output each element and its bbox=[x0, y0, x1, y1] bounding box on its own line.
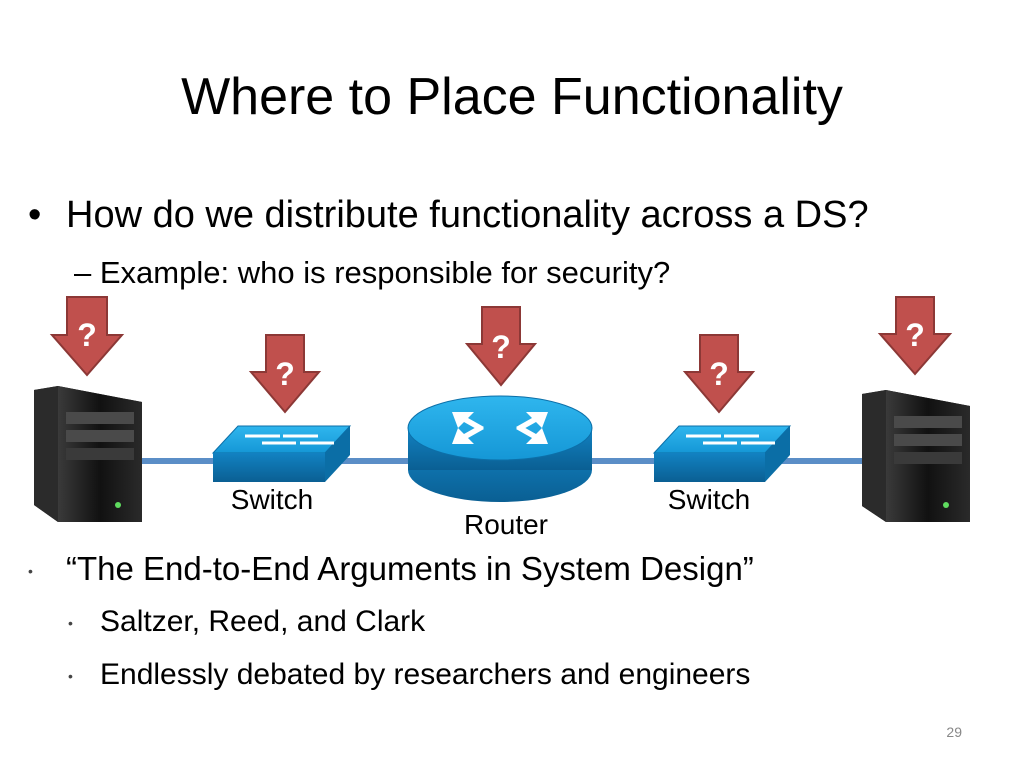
question-arrow-right-server-icon: ? bbox=[877, 296, 953, 376]
sub-bullet-text: Saltzer, Reed, and Clark bbox=[100, 605, 426, 638]
switch-right-label: Switch bbox=[668, 484, 750, 515]
question-arrow-router-icon: ? bbox=[464, 306, 538, 387]
switch-left-label: Switch bbox=[231, 484, 313, 515]
question-arrow-right-switch-icon: ? bbox=[682, 334, 756, 414]
question-arrow-left-switch-icon: ? bbox=[248, 334, 322, 414]
bullet-end-to-end-paper: • “The End-to-End Arguments in System Des… bbox=[28, 548, 754, 592]
switch-right-icon bbox=[652, 425, 792, 482]
router-icon bbox=[407, 395, 593, 502]
bullet-text: “The End-to-End Arguments in System Desi… bbox=[66, 550, 754, 587]
server-right-icon bbox=[862, 390, 970, 522]
bullet-distribute-functionality: • How do we distribute functionality acro… bbox=[28, 190, 869, 240]
sub-bullet-authors: • Saltzer, Reed, and Clark bbox=[68, 602, 425, 643]
server-left-icon bbox=[34, 386, 142, 522]
question-mark-label: ? bbox=[709, 356, 729, 392]
question-mark-label: ? bbox=[905, 317, 925, 353]
router-label: Router bbox=[464, 509, 548, 540]
question-mark-label: ? bbox=[275, 356, 295, 392]
page-number: 29 bbox=[946, 724, 962, 740]
question-arrow-left-server-icon: ? bbox=[49, 296, 125, 377]
bullet-marker: • bbox=[28, 563, 33, 580]
sub-bullet-text: Endlessly debated by researchers and eng… bbox=[100, 658, 751, 691]
switch-left-icon bbox=[211, 425, 352, 482]
network-diagram: ? ? ? ? ? Switch Router Switch bbox=[34, 296, 970, 540]
question-mark-label: ? bbox=[491, 329, 511, 365]
sub-bullet-security-example: – Example: who is responsible for securi… bbox=[74, 252, 670, 294]
slide-title: Where to Place Functionality bbox=[181, 68, 843, 126]
sub-bullet-debate: • Endlessly debated by researchers and en… bbox=[68, 655, 750, 696]
sub-bullet-text: Example: who is responsible for security… bbox=[99, 255, 671, 290]
bullet-marker: • bbox=[28, 194, 42, 236]
question-mark-label: ? bbox=[77, 317, 97, 353]
sub-bullet-marker: • bbox=[68, 615, 73, 632]
sub-bullet-marker: • bbox=[68, 668, 73, 685]
bullet-text: How do we distribute functionality acros… bbox=[66, 194, 869, 236]
sub-bullet-marker: – bbox=[74, 255, 92, 290]
